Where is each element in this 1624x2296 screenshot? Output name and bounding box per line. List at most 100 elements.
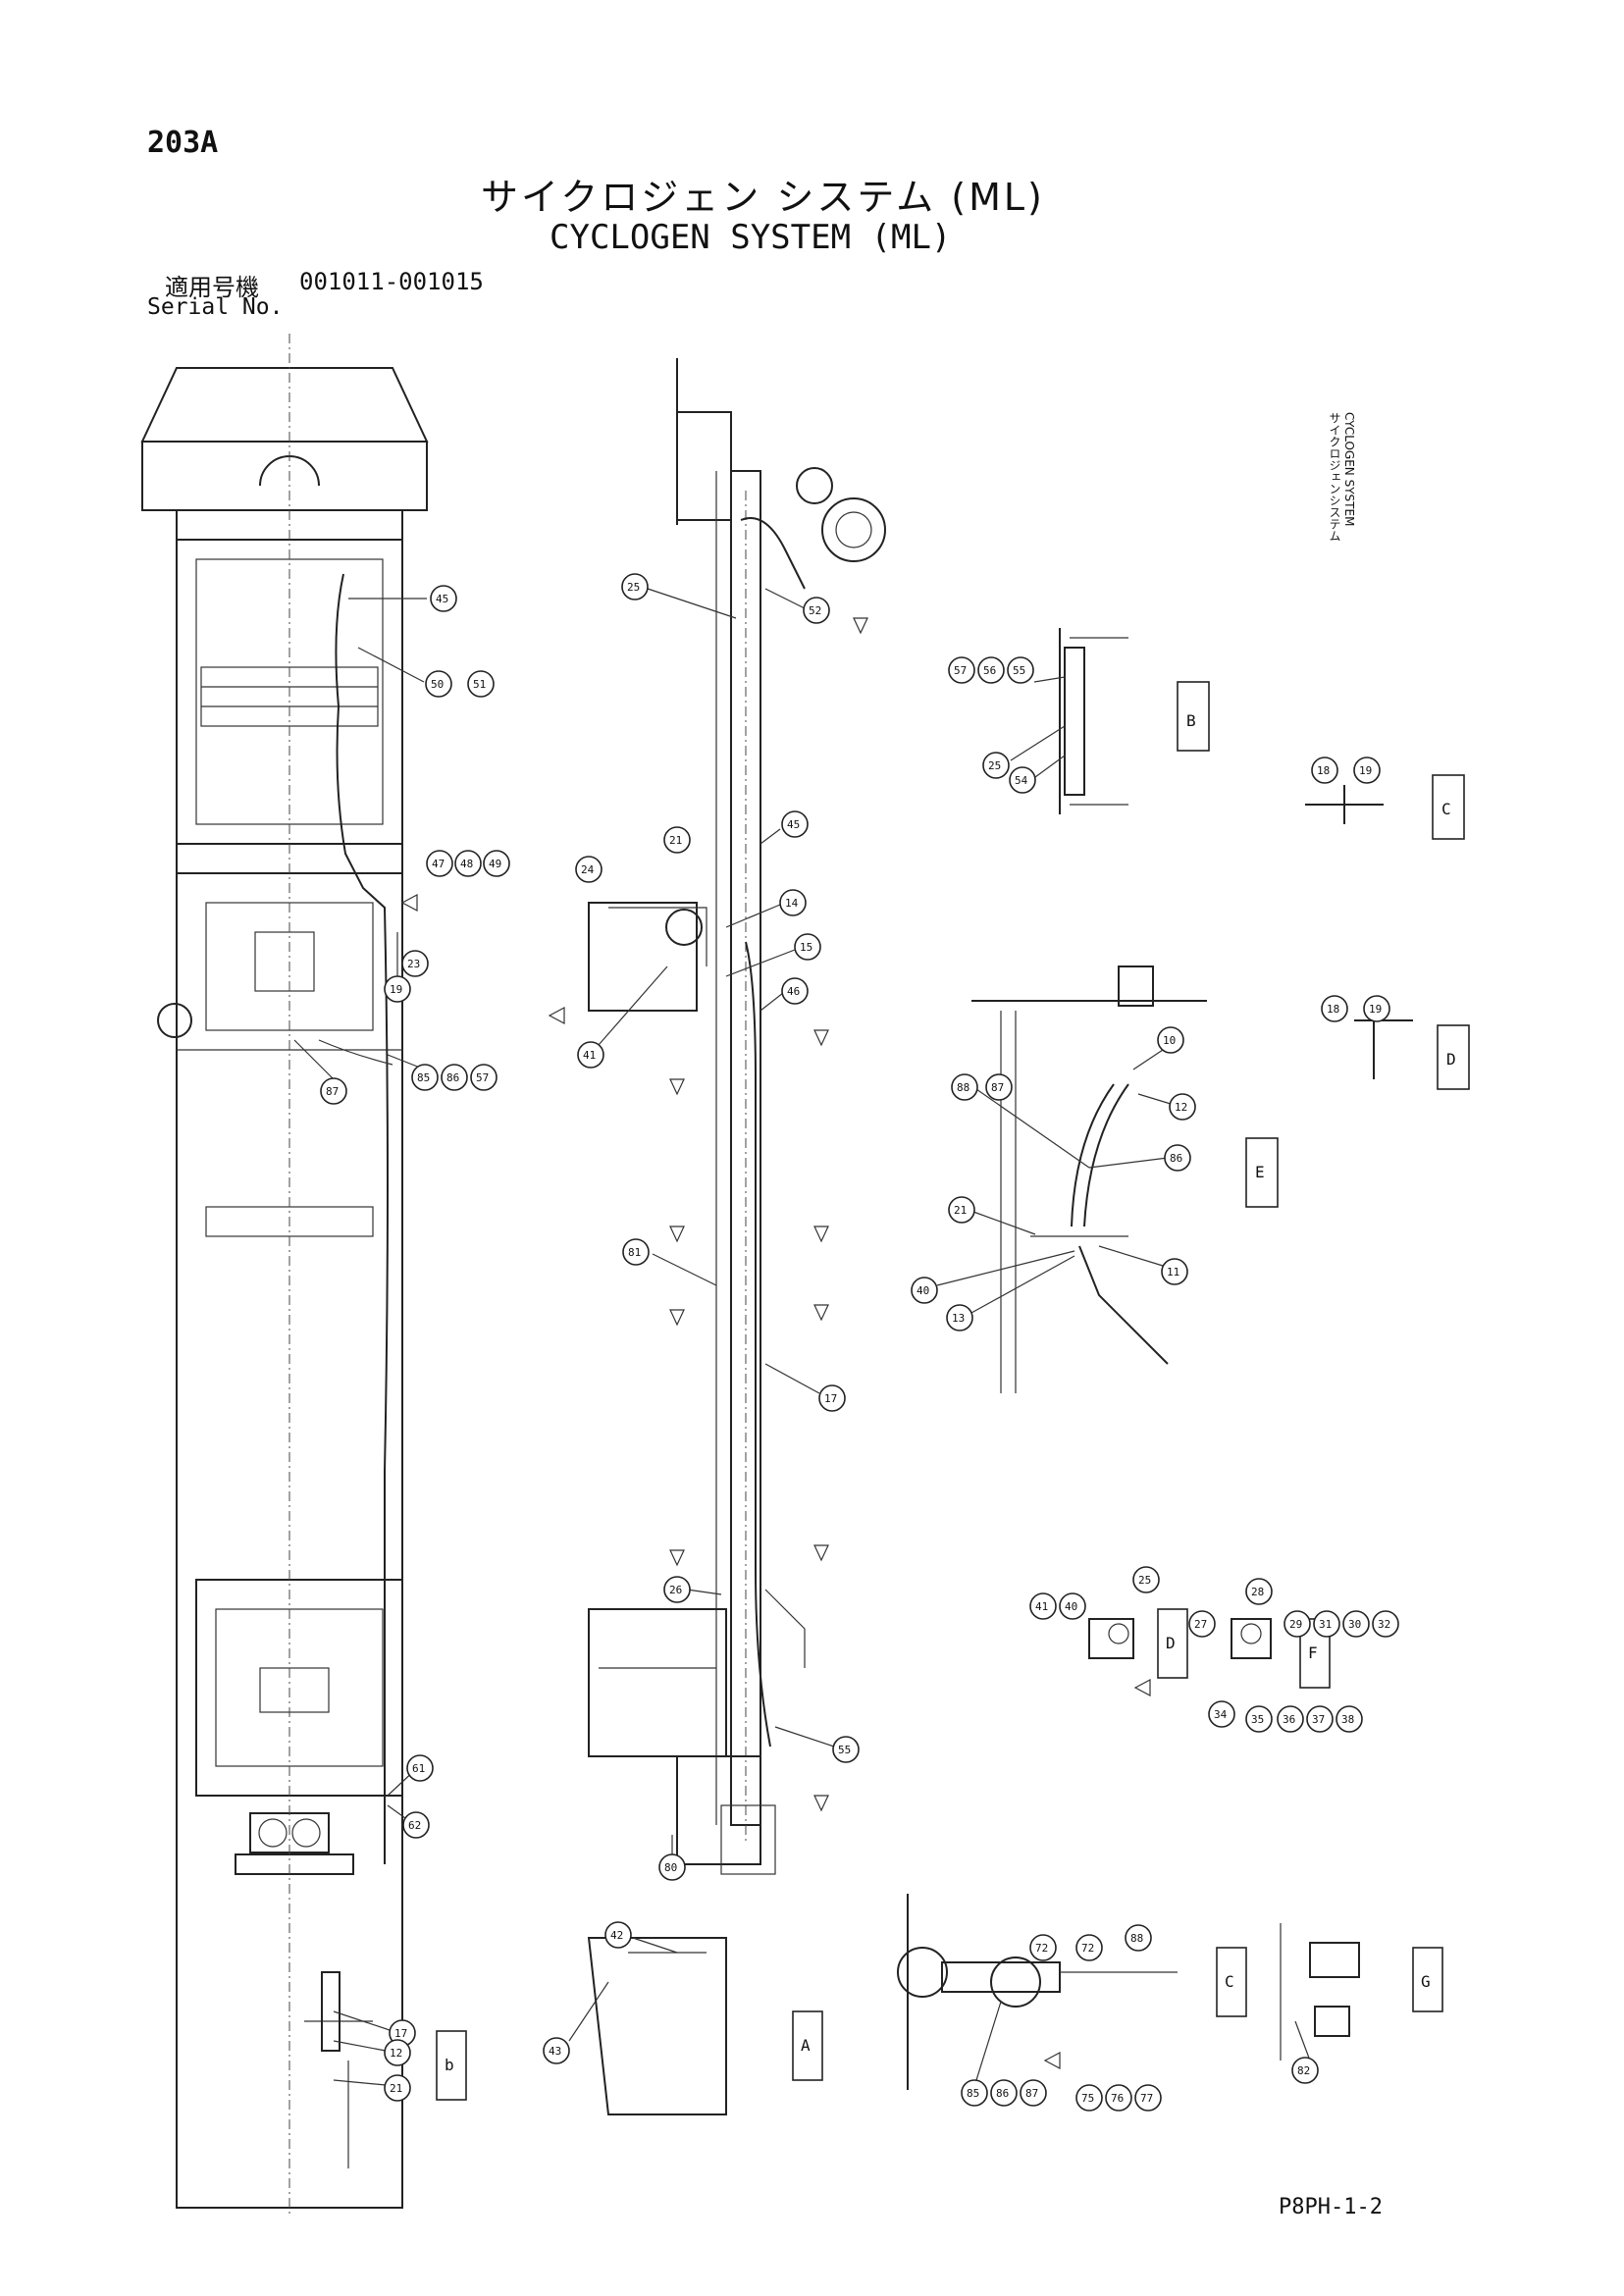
svg-text:72: 72 (1035, 1942, 1048, 1955)
svg-text:87: 87 (991, 1081, 1004, 1094)
svg-text:72: 72 (1081, 1942, 1094, 1955)
title-english: CYCLOGEN SYSTEM (ML) (550, 218, 952, 257)
svg-text:24: 24 (581, 863, 595, 876)
svg-text:A: A (801, 2036, 811, 2055)
svg-text:87: 87 (1025, 2087, 1038, 2100)
balloon-42: 42 (604, 1921, 678, 1954)
side-label-japanese: サイクロジェンシステム (1328, 412, 1341, 542)
svg-text:14: 14 (785, 897, 799, 910)
svg-text:88: 88 (1130, 1932, 1143, 1945)
svg-text:17: 17 (824, 1392, 837, 1405)
svg-text:10: 10 (1163, 1034, 1176, 1047)
svg-text:51: 51 (473, 678, 486, 691)
svg-text:C: C (1225, 1972, 1234, 1991)
svg-text:57: 57 (476, 1071, 489, 1084)
svg-text:48: 48 (460, 858, 473, 870)
svg-text:32: 32 (1378, 1618, 1390, 1631)
svg-text:40: 40 (917, 1284, 929, 1297)
svg-text:54: 54 (1015, 774, 1028, 787)
balloon-40b: 40 (1059, 1592, 1086, 1620)
svg-text:36: 36 (1283, 1713, 1295, 1726)
balloon-52: 52 (764, 588, 830, 624)
balloon-35: 35 (1245, 1705, 1273, 1733)
svg-text:77: 77 (1140, 2092, 1153, 2105)
svg-text:25: 25 (627, 581, 640, 594)
view-label-b: B (1177, 681, 1210, 752)
balloon-86b: 86 (1088, 1144, 1191, 1172)
balloon-45: 45 (348, 585, 457, 612)
balloon-19c: 19 (1363, 995, 1390, 1022)
balloon-25: 25 (621, 573, 737, 619)
balloon-54: 54 (1009, 755, 1066, 794)
balloon-82b: 82 (1291, 2020, 1319, 2084)
svg-text:80: 80 (664, 1861, 677, 1874)
balloon-32: 32 (1372, 1610, 1399, 1638)
view-label-d2: D (1157, 1608, 1188, 1679)
svg-text:47: 47 (432, 858, 445, 870)
balloon-21c: 21 (333, 2074, 411, 2102)
balloon-12: 12 (1137, 1093, 1196, 1121)
svg-text:49: 49 (489, 858, 501, 870)
svg-text:27: 27 (1194, 1618, 1207, 1631)
detail-view-e (971, 965, 1207, 1393)
balloon-48: 48 (454, 850, 482, 877)
svg-text:19: 19 (390, 983, 402, 996)
svg-text:62: 62 (408, 1819, 421, 1832)
svg-text:E: E (1255, 1163, 1265, 1181)
detail-view-b (1059, 628, 1128, 814)
svg-text:21: 21 (390, 2082, 402, 2095)
svg-text:F: F (1308, 1644, 1318, 1662)
svg-text:B: B (1186, 711, 1196, 730)
svg-text:87: 87 (326, 1085, 339, 1098)
title-japanese: サイクロジェン システム (ML) (481, 176, 1045, 219)
balloon-19b: 19 (1353, 757, 1381, 784)
part-balloons: 45 50 51 47 48 49 19 23 87 85 86 57 61 6… (293, 573, 1399, 2112)
svg-text:37: 37 (1312, 1713, 1325, 1726)
svg-text:42: 42 (610, 1929, 623, 1942)
svg-text:52: 52 (809, 604, 821, 617)
balloon-47: 47 (426, 850, 453, 877)
balloon-55: 55 (774, 1726, 860, 1763)
detail-view-f (1088, 1618, 1272, 1659)
view-direction-arrows (400, 617, 1151, 2069)
svg-text:18: 18 (1317, 764, 1330, 777)
plan-view (140, 334, 429, 2218)
balloon-23: 23 (401, 950, 429, 977)
balloon-37: 37 (1306, 1705, 1334, 1733)
svg-text:57: 57 (954, 664, 967, 677)
balloon-57: 57 (470, 1064, 498, 1091)
balloon-14: 14 (725, 889, 807, 928)
view-label-d: D (1437, 1024, 1470, 1090)
balloon-34: 34 (1208, 1700, 1235, 1728)
svg-text:38: 38 (1341, 1713, 1354, 1726)
balloon-50: 50 (357, 647, 452, 698)
detail-view-c (1305, 785, 1413, 1079)
balloon-86c: 86 (990, 2079, 1018, 2107)
svg-text:40: 40 (1065, 1600, 1077, 1613)
balloon-24: 24 (575, 856, 602, 883)
svg-text:19: 19 (1359, 764, 1372, 777)
view-label-b-lower: b (436, 2030, 467, 2101)
balloon-40: 40 (911, 1250, 1075, 1304)
balloon-81: 81 (622, 1238, 717, 1286)
balloon-45b: 45 (760, 810, 809, 845)
svg-text:41: 41 (1035, 1600, 1048, 1613)
balloon-56: 56 (977, 656, 1005, 684)
balloon-80: 80 (658, 1835, 686, 1881)
svg-text:85: 85 (967, 2087, 979, 2100)
svg-text:76: 76 (1111, 2092, 1124, 2105)
balloon-10: 10 (1132, 1026, 1184, 1070)
balloon-55b: 55 (1007, 656, 1066, 684)
balloon-19: 19 (384, 932, 411, 1003)
svg-text:25: 25 (1138, 1574, 1151, 1587)
balloon-75: 75 (1075, 2084, 1103, 2112)
balloon-61: 61 (387, 1754, 434, 1797)
balloon-41b: 41 (1029, 1592, 1057, 1620)
balloon-30: 30 (1342, 1610, 1370, 1638)
balloon-85b: 85 (961, 2001, 1002, 2107)
svg-text:15: 15 (800, 941, 812, 954)
svg-text:17: 17 (394, 2027, 407, 2040)
svg-text:26: 26 (669, 1584, 682, 1596)
balloon-51: 51 (467, 670, 495, 698)
balloon-87b: 87 (985, 1073, 1013, 1101)
